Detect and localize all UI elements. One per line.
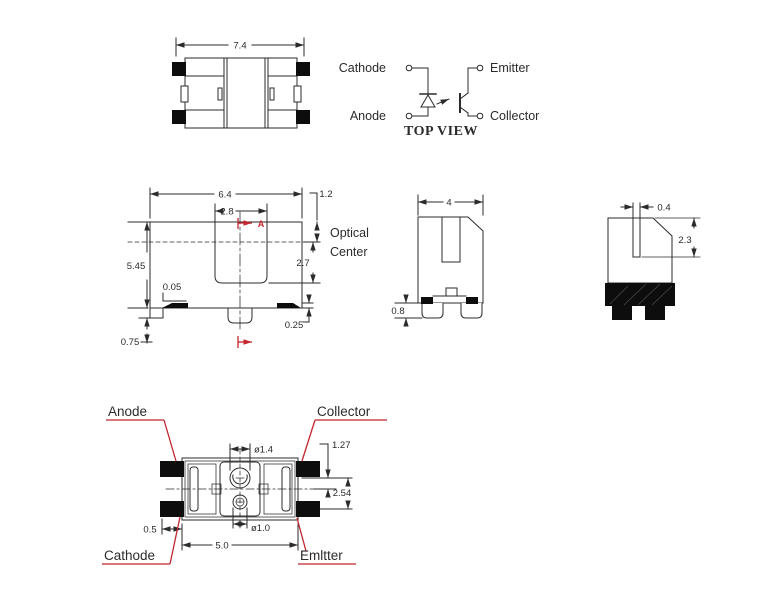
pin-label-anode: Anode bbox=[108, 404, 147, 419]
dim-slot-width: 2.8 bbox=[220, 207, 233, 218]
section-foot bbox=[612, 306, 632, 320]
dim-front-width: 6.4 bbox=[218, 190, 231, 201]
optical-center-label-line1: Optical bbox=[330, 226, 369, 240]
dim-pad-width: 0.5 bbox=[143, 525, 156, 536]
dim-section-slot-depth: 2.3 bbox=[678, 235, 691, 246]
bottom-pad bbox=[162, 303, 188, 308]
corner-pad bbox=[296, 62, 310, 76]
dim-optical-to-slot: 2.7 bbox=[296, 258, 309, 269]
pad-cathode bbox=[160, 501, 184, 517]
section-marker-A-top bbox=[237, 218, 252, 229]
dim-package-width: 7.4 bbox=[233, 41, 246, 52]
section-marker-A-bottom bbox=[237, 336, 252, 348]
schematic-caption: TOP VIEW bbox=[404, 124, 478, 139]
dim-hole-large: ø1.4 bbox=[254, 445, 273, 456]
corner-pad bbox=[296, 110, 310, 124]
corner-pad bbox=[172, 62, 186, 76]
dim-pitch: 2.54 bbox=[333, 488, 352, 499]
terminal-anode bbox=[405, 112, 413, 120]
side-section-view: 0.4 2.3 bbox=[605, 202, 701, 320]
bottom-view: Anode Collector Cathode Emltter ø1.4 1.2… bbox=[102, 404, 387, 565]
dim-standoff: 0.25 bbox=[285, 320, 304, 331]
light-arrow-icon bbox=[436, 98, 450, 105]
pad-anode bbox=[160, 461, 184, 477]
circuit-schematic: Cathode Anode Emitter Collector TOP VIEW bbox=[339, 61, 540, 139]
dim-height: 5.45 bbox=[127, 261, 146, 272]
dim-length: 5.0 bbox=[215, 541, 228, 552]
bottom-pad bbox=[277, 303, 301, 308]
schematic-label-emitter: Emitter bbox=[490, 61, 530, 75]
pin-leader-lines bbox=[102, 419, 387, 565]
package-outline-view: 7.4 bbox=[172, 37, 310, 129]
schematic-label-cathode: Cathode bbox=[339, 61, 386, 75]
pin-label-cathode: Cathode bbox=[104, 548, 155, 563]
terminal-cathode bbox=[405, 64, 413, 72]
schematic-label-collector: Collector bbox=[490, 109, 539, 123]
schematic-label-anode: Anode bbox=[350, 109, 386, 123]
pin-label-collector: Collector bbox=[317, 404, 371, 419]
optical-center-label-line2: Center bbox=[330, 245, 368, 259]
terminal-collector bbox=[476, 112, 484, 120]
terminal-emitter bbox=[476, 64, 484, 72]
dim-side-width: 4 bbox=[446, 198, 451, 209]
front-view: A 6.4 2.8 1.2 5.45 2.7 0.05 0.25 0.75 Op… bbox=[121, 187, 369, 348]
hatch-lines bbox=[609, 283, 673, 306]
dim-step: 0.05 bbox=[163, 282, 182, 293]
section-base bbox=[605, 283, 675, 306]
section-foot bbox=[645, 306, 665, 320]
side-pad bbox=[421, 297, 433, 304]
pad-collector bbox=[296, 461, 320, 477]
dim-lead: 0.75 bbox=[121, 337, 140, 348]
side-view: 4 0.8 bbox=[391, 194, 484, 327]
side-pad bbox=[466, 297, 478, 304]
pad-emitter bbox=[296, 501, 320, 517]
dim-foot-height: 0.8 bbox=[391, 306, 404, 317]
led-diode-symbol bbox=[420, 94, 436, 108]
dim-top-to-optical: 1.2 bbox=[319, 189, 332, 200]
dim-hole-small: ø1.0 bbox=[251, 523, 270, 534]
pin-label-emitter: Emltter bbox=[300, 548, 343, 563]
section-letter: A bbox=[258, 219, 265, 229]
dim-half-pitch: 1.27 bbox=[332, 440, 351, 451]
corner-pad bbox=[172, 110, 186, 124]
dim-section-slot-width: 0.4 bbox=[657, 203, 670, 214]
